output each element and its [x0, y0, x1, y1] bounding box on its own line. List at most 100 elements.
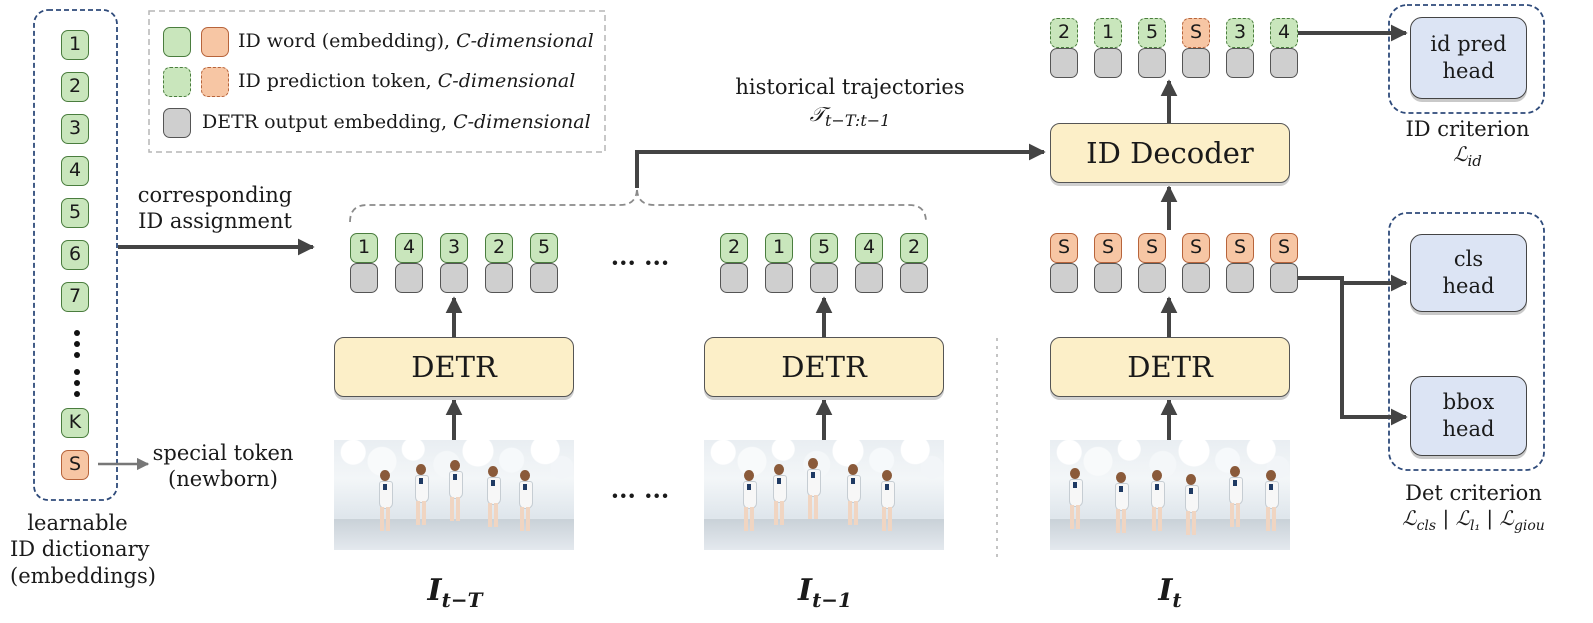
id-criterion-title: ID criterion	[1405, 117, 1530, 141]
frame-prev-id-token: 1	[765, 233, 793, 263]
history-brace	[349, 187, 927, 223]
frame-current-special-token: S	[1226, 233, 1254, 263]
legend-id-pred-orange-token	[201, 67, 229, 97]
detr-block-current: DETR	[1050, 337, 1290, 397]
pred-detr-token	[1226, 48, 1254, 78]
frame-first-detr-token	[530, 263, 558, 293]
detr-block-first: DETR	[334, 337, 574, 397]
frame-first-detr-token	[395, 263, 423, 293]
id-decoder-block: ID Decoder	[1050, 123, 1290, 183]
frame-label-first-sub: t−T	[441, 588, 483, 612]
det-loss-cls-symbol: ℒ	[1402, 506, 1417, 531]
frame-first-id-token: 5	[530, 233, 558, 263]
special-token-label: special token (newborn)	[148, 440, 298, 493]
det-criterion-title: Det criterion	[1405, 481, 1542, 505]
dancer-figure	[1182, 474, 1200, 536]
dancer-figure	[1148, 470, 1166, 532]
frame-label-prev-sub: t−1	[812, 588, 852, 612]
pred-detr-token	[1138, 48, 1166, 78]
history-arrow	[635, 143, 1046, 188]
frame-first-id-token: 3	[440, 233, 468, 263]
det-loss-sep: |	[1442, 506, 1450, 531]
frame-first-id-token: 1	[350, 233, 378, 263]
dict-token: 3	[61, 114, 89, 144]
traj-sub: t−T:t−1	[824, 111, 891, 131]
dict-dot	[74, 380, 80, 386]
frame-first-detr-token	[485, 263, 513, 293]
special-token-label-line: special token	[152, 441, 294, 465]
dancer-figure	[484, 466, 502, 528]
id-pred-head: id pred head	[1410, 17, 1527, 99]
dictionary-caption: learnable ID dictionary (embeddings)	[10, 510, 156, 589]
id-criterion: ID criterion ℒid	[1380, 116, 1555, 171]
dancer-figure	[1226, 466, 1244, 528]
cls-head-line: cls	[1453, 246, 1484, 271]
frame-prev-id-token: 2	[720, 233, 748, 263]
cls-head-line: head	[1442, 274, 1495, 298]
det-loss-l1-sub: l₁	[1469, 518, 1481, 535]
legend-id-pred-cdim: C-dimensional	[437, 70, 576, 92]
frame-current-special-token: S	[1270, 233, 1298, 263]
assignment-label-line: corresponding	[137, 183, 293, 207]
dictionary-caption-line: (embeddings)	[10, 563, 156, 588]
dict-dot	[74, 391, 80, 397]
frame-label-current-main: I	[1158, 573, 1173, 608]
det-criterion: Det criterion ℒcls | ℒl₁ | ℒgiou	[1376, 480, 1571, 536]
det-branch-line	[1296, 276, 1344, 417]
frame-current-detr-token	[1270, 263, 1298, 293]
frame-prev-id-token: 4	[855, 233, 883, 263]
frame-label-current-sub: t	[1172, 588, 1182, 612]
assignment-label: corresponding ID assignment	[130, 182, 300, 235]
dancer-figure	[804, 458, 822, 520]
frame-current-detr-token	[1050, 263, 1078, 293]
dict-token: 6	[61, 240, 89, 270]
frame-label-first: It−T	[380, 572, 530, 613]
dict-dot	[74, 330, 80, 336]
det-loss-cls-sub: cls	[1416, 518, 1437, 535]
det-loss-sep: |	[1486, 506, 1494, 531]
legend-id-word-cdim: C-dimensional	[456, 30, 594, 52]
id-loss-sub: id	[1467, 152, 1482, 171]
legend-id-pred-green-token	[163, 67, 191, 97]
video-frame-current	[1050, 440, 1290, 550]
bbox-head: bbox head	[1410, 376, 1527, 456]
dict-token: 7	[61, 282, 89, 312]
dict-dot	[74, 341, 80, 347]
dict-token: 1	[61, 30, 89, 60]
frame-current-special-token: S	[1050, 233, 1078, 263]
frame-prev-detr-token	[900, 263, 928, 293]
dancer-figure	[376, 470, 394, 532]
legend-id-pred-text: ID prediction token,	[238, 70, 438, 92]
id-head-group	[1388, 4, 1545, 114]
det-criterion-loss: ℒcls | ℒl₁ | ℒgiou	[1376, 506, 1571, 536]
frame-current-special-token: S	[1094, 233, 1122, 263]
frame-current-detr-token	[1094, 263, 1122, 293]
det-loss-l1-symbol: ℒ	[1455, 506, 1470, 531]
dictionary-box	[33, 9, 118, 501]
dancer-figure	[446, 460, 464, 522]
dancer-figure	[1066, 468, 1084, 530]
dictionary-caption-line: learnable	[27, 511, 128, 535]
historical-label-text: historical trajectories	[735, 75, 965, 99]
pred-token: 4	[1270, 18, 1298, 48]
frame-prev-detr-token	[810, 263, 838, 293]
frame-prev-id-token: 5	[810, 233, 838, 263]
pred-detr-token	[1050, 48, 1078, 78]
frame-prev-detr-token	[720, 263, 748, 293]
detr-block-prev: DETR	[704, 337, 944, 397]
frame-label-prev-main: I	[798, 573, 813, 608]
legend-id-word-orange-token	[201, 27, 229, 57]
frame-label-current: It	[1110, 572, 1230, 613]
assignment-label-line: ID assignment	[138, 209, 292, 234]
video-frame-prev	[704, 440, 944, 550]
frame-current-detr-token	[1226, 263, 1254, 293]
pred-detr-token	[1270, 48, 1298, 78]
frame-label-prev: It−1	[750, 572, 900, 613]
frame-label-first-main: I	[427, 573, 442, 608]
traj-symbol: 𝒯	[809, 102, 825, 127]
frame-first-detr-token	[440, 263, 468, 293]
dict-special-token: S	[61, 450, 89, 480]
legend-detr-token	[163, 108, 191, 138]
dancer-figure	[878, 470, 896, 532]
